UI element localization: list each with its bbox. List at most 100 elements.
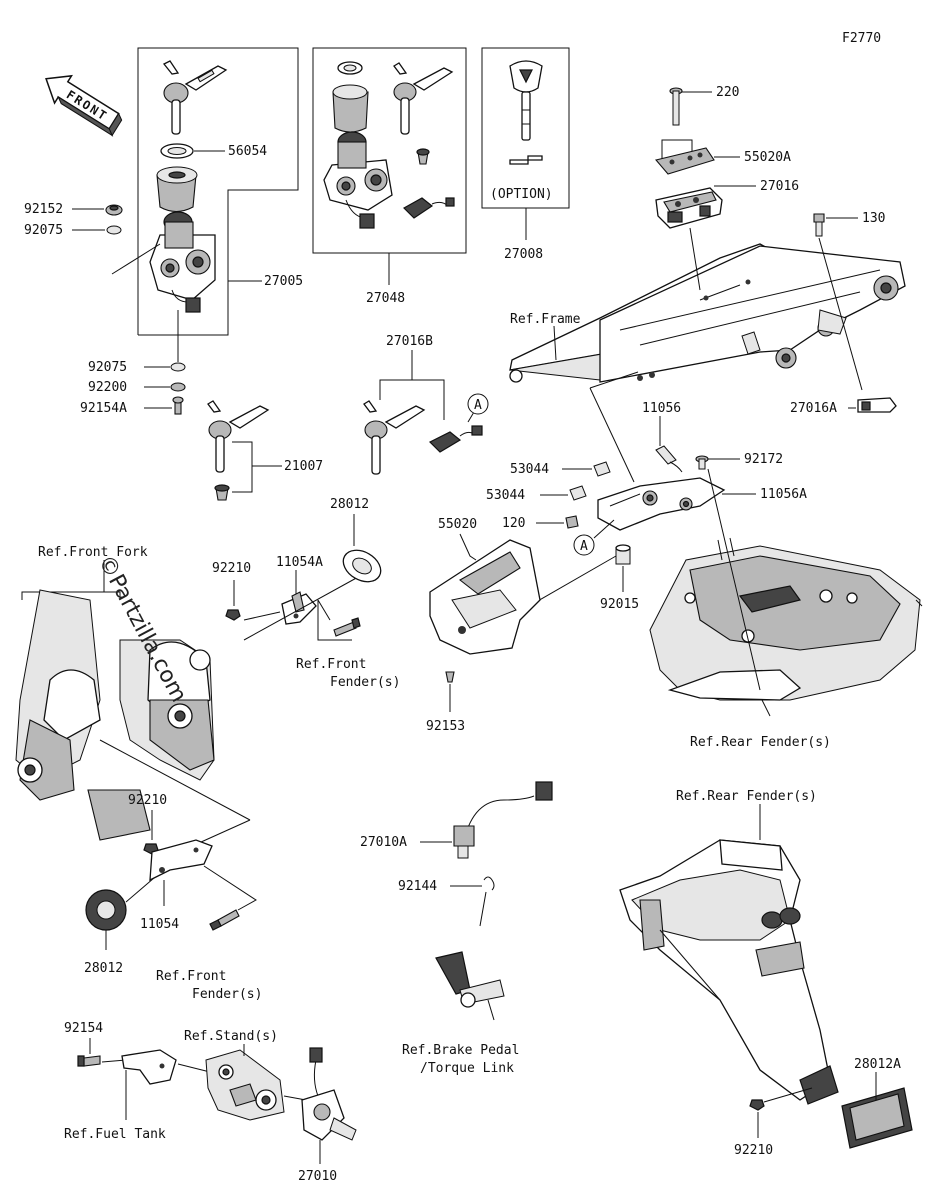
blank-key-icon — [509, 60, 543, 141]
label-28012-lower: 28012 — [84, 961, 123, 976]
label-53044-lower: 53044 — [486, 488, 525, 503]
ref-frame: Ref.Frame — [510, 312, 581, 327]
ref-front-fork: Ref.Front Fork — [38, 545, 148, 560]
label-11054A: 11054A — [276, 555, 323, 570]
screw-92172 — [695, 455, 709, 470]
bracket-11054 — [149, 839, 213, 882]
label-55020A: 55020A — [744, 150, 791, 165]
group-box-27005 — [137, 47, 299, 336]
label-92075-upper: 92075 — [24, 223, 63, 238]
key-icon-21007 — [207, 400, 270, 473]
reflector-28012A — [841, 1087, 913, 1149]
svg-text:A: A — [580, 539, 588, 554]
front-arrow-icon: FRONT — [45, 74, 123, 137]
label-92144: 92144 — [398, 879, 437, 894]
bolt-21007 — [214, 484, 230, 501]
bolt-220 — [669, 87, 683, 126]
ref-stand: Ref.Stand(s) — [184, 1029, 278, 1044]
ref-front-fender-upper-l1: Ref.Front — [296, 657, 366, 672]
grommet-28012-lower — [85, 889, 127, 931]
collar-92015 — [615, 544, 631, 565]
cylinder-cover — [156, 166, 198, 213]
label-27010A: 27010A — [360, 835, 407, 850]
label-53044-upper: 53044 — [510, 462, 549, 477]
bolt-130 — [813, 213, 825, 237]
bracket-11056A — [597, 477, 726, 531]
key-icon-27048 — [393, 62, 454, 135]
label-92015: 92015 — [600, 597, 639, 612]
ref-rear-fender-lower: Ref.Rear Fender(s) — [676, 789, 817, 804]
collar-53044-upper — [593, 461, 611, 477]
label-220: 220 — [716, 85, 739, 100]
callout-a-top: A — [467, 393, 489, 423]
connector-27048 — [403, 197, 455, 219]
label-11056: 11056 — [642, 401, 681, 416]
nut-92210-rear — [749, 1099, 765, 1111]
label-11054: 11054 — [140, 917, 179, 932]
ref-rear-fender-upper: Ref.Rear Fender(s) — [690, 735, 831, 750]
rear-fender-upper — [649, 537, 923, 701]
label-27016A: 27016A — [790, 401, 837, 416]
ref-front-fender-lower-l2: Fender(s) — [192, 987, 262, 1002]
label-92154: 92154 — [64, 1021, 103, 1036]
bolt-front-fender-upper — [333, 617, 361, 637]
label-27016B: 27016B — [386, 334, 433, 349]
ignition-switch-27048 — [323, 131, 393, 229]
group-box-27048 — [312, 47, 467, 254]
screw-92153 — [445, 671, 455, 683]
label-11056A: 11056A — [760, 487, 807, 502]
ref-brake-pedal-l1: Ref.Brake Pedal — [402, 1043, 519, 1058]
brake-pedal — [435, 951, 505, 1008]
label-92172: 92172 — [744, 452, 783, 467]
ref-front-fender-upper-l2: Fender(s) — [330, 675, 400, 690]
label-92210-upper: 92210 — [212, 561, 251, 576]
label-92075-lower: 92075 — [88, 360, 127, 375]
front-fork — [15, 589, 215, 841]
bolt-92154 — [77, 1055, 101, 1067]
bolt-92154A — [172, 396, 184, 415]
svg-text:A: A — [474, 398, 482, 413]
side-stand-bracket — [205, 1049, 285, 1121]
label-28012A: 28012A — [854, 1057, 901, 1072]
cover-55020 — [429, 539, 541, 655]
ignition-switch-27005 — [149, 211, 216, 313]
ref-front-fender-lower-l1: Ref.Front — [156, 969, 226, 984]
label-92210-lower: 92210 — [128, 793, 167, 808]
label-92153: 92153 — [426, 719, 465, 734]
label-27010: 27010 — [298, 1169, 337, 1184]
figure-code: F2770 — [842, 31, 881, 46]
rear-fender-lower — [619, 839, 839, 1105]
option-label: (OPTION) — [490, 187, 553, 202]
ref-brake-pedal-l2: /Torque Link — [420, 1061, 514, 1076]
label-92152: 92152 — [24, 202, 63, 217]
bracket-55020A — [654, 147, 715, 175]
label-27005: 27005 — [264, 274, 303, 289]
label-27048: 27048 — [366, 291, 405, 306]
ref-fuel-tank: Ref.Fuel Tank — [64, 1127, 166, 1142]
grommet-28012-upper — [342, 549, 382, 583]
label-92154A: 92154A — [80, 401, 127, 416]
connector-27016B — [428, 425, 483, 453]
label-28012-upper: 28012 — [330, 497, 369, 512]
label-27016: 27016 — [760, 179, 799, 194]
label-55020: 55020 — [438, 517, 477, 532]
nut-92210-upper — [225, 609, 241, 621]
spring-92144 — [479, 876, 495, 927]
key-icon — [162, 60, 228, 135]
callout-a-lower: A — [573, 519, 615, 556]
label-92210-rear: 92210 — [734, 1143, 773, 1158]
label-92200: 92200 — [88, 380, 127, 395]
pin-11056 — [655, 445, 683, 473]
bolt-27048 — [416, 148, 430, 165]
bracket-11054A — [281, 591, 317, 625]
label-21007: 21007 — [284, 459, 323, 474]
key-icon-27016B — [363, 400, 426, 475]
collar-53044-lower — [569, 485, 587, 501]
label-56054: 56054 — [228, 144, 267, 159]
switch-27010 — [301, 1047, 357, 1141]
bolt-front-fender-lower — [209, 909, 240, 931]
key-profile-icon — [509, 155, 543, 165]
frame — [509, 243, 906, 383]
label-130: 130 — [862, 211, 885, 226]
